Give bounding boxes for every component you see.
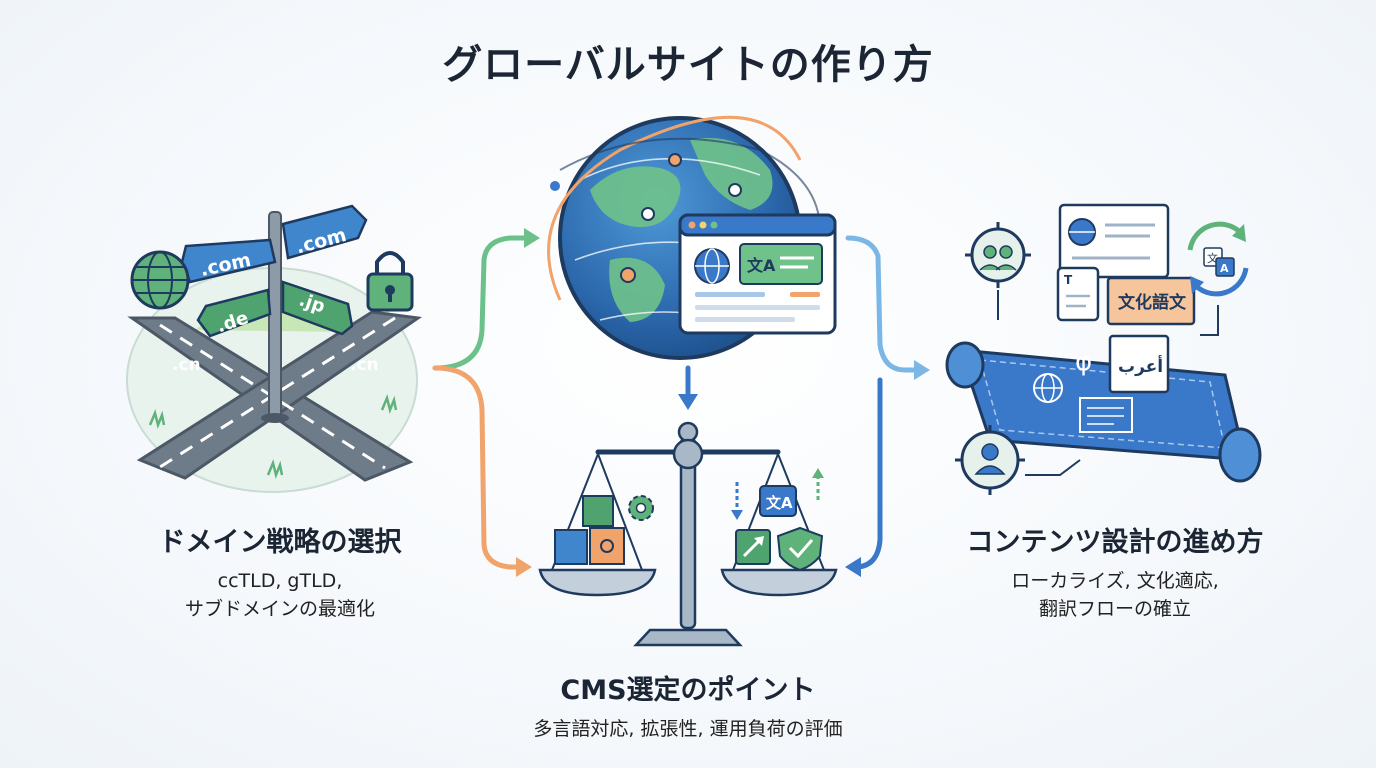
left-pan [538, 568, 657, 597]
orbit-orange [547, 115, 802, 301]
blueprint-doc [1079, 397, 1133, 433]
content-design-caption: コンテンツ設計の進め方 ローカライズ, 文化適応, 翻訳フローの確立 [930, 520, 1300, 623]
grass-tuft-3 [380, 394, 398, 415]
expand-icon [735, 529, 771, 565]
domain-strategy-desc-line1: ccTLD, gTLD, [217, 570, 343, 592]
arabic-card-label: أعرب [1118, 355, 1163, 377]
svg-text:文: 文 [1207, 251, 1218, 265]
continent-2 [690, 138, 773, 210]
svg-text:A: A [1220, 262, 1229, 275]
gear-icon [628, 495, 654, 521]
right-pan [720, 568, 838, 597]
domain-strategy-caption: ドメイン戦略の選択 ccTLD, gTLD, サブドメインの最適化 [120, 520, 440, 623]
translate-panel [739, 243, 823, 285]
road-label-cn-2: .cn [350, 355, 379, 375]
speech-card-text: T [1056, 266, 1100, 322]
scale-pivot [672, 438, 704, 470]
content-illustration: φ T 文化語文 أعرب [945, 203, 1262, 495]
svg-text:文A: 文A [766, 494, 793, 512]
cms-selection-desc: 多言語対応, 拡張性, 運用負荷の評価 [533, 718, 843, 740]
grass-tuft-1 [148, 409, 166, 430]
flow-arrow-right [845, 235, 930, 577]
sign-com-right: .com [281, 204, 368, 260]
flow-arrow-left [432, 228, 540, 577]
globe-node-1 [641, 207, 655, 221]
users-icon [965, 222, 1031, 288]
arabic-card: أعرب [1108, 334, 1170, 394]
browser-window: 文A [678, 213, 837, 335]
translate-icon: 文A [747, 256, 776, 275]
continent-1 [590, 166, 681, 228]
up-arrow-icon [812, 468, 824, 500]
content-design-heading: コンテンツ設計の進め方 [966, 527, 1264, 558]
scale-top-knob [677, 421, 699, 443]
domain-illustration: .cn .cn .com .com .de .jp [126, 204, 423, 493]
lock-icon [366, 251, 414, 312]
cms-blocks-icon [554, 495, 625, 565]
globe-node-4 [668, 153, 682, 167]
scroll-roll-left [945, 341, 985, 389]
translation-icon: 文A [759, 485, 797, 517]
flow-arrow-down [678, 365, 698, 410]
road-label-cn-1: .cn [172, 355, 201, 375]
cms-selection-heading: CMS選定のポイント [560, 675, 816, 706]
content-design-desc-line1: ローカライズ, 文化適応, [1011, 570, 1219, 592]
content-design-desc-line2: 翻訳フローの確立 [1038, 598, 1191, 620]
domain-strategy-desc-line2: サブドメインの最適化 [184, 598, 375, 620]
culture-language-card: 文化語文 [1106, 276, 1196, 326]
small-t-label: T [1064, 273, 1073, 287]
scroll-roll-right [1218, 427, 1262, 483]
globe-illustration: 文A [547, 115, 837, 360]
globe-icon [130, 250, 190, 310]
shield-check-icon [776, 526, 824, 572]
globe-node-3 [620, 267, 636, 283]
down-arrow-icon [731, 482, 743, 520]
blueprint-symbol: φ [1075, 347, 1092, 377]
cms-selection-caption: CMS選定のポイント 多言語対応, 拡張性, 運用負荷の評価 [430, 668, 946, 743]
sync-connector [1200, 305, 1219, 336]
orbit-navy [559, 137, 821, 231]
scale-base [633, 628, 743, 647]
signpost-base [261, 413, 289, 423]
grass-tuft-2 [266, 459, 284, 480]
page-title: グローバルサイトの作り方 [442, 42, 934, 88]
person-icon [955, 425, 1025, 495]
culture-card-label: 文化語文 [1118, 292, 1187, 313]
sign-de: .de [196, 288, 272, 338]
orbit-node-1 [550, 181, 560, 191]
person-connector [1025, 459, 1081, 476]
scale-illustration: 文A [538, 421, 838, 647]
speech-card-globe [1058, 203, 1170, 279]
sign-jp: .jp [281, 280, 354, 336]
globe-node-2 [728, 183, 742, 197]
sync-translate-icon: 文 A [1187, 221, 1249, 297]
domain-strategy-heading: ドメイン戦略の選択 [158, 527, 402, 558]
left-pan-string-2 [597, 453, 643, 571]
